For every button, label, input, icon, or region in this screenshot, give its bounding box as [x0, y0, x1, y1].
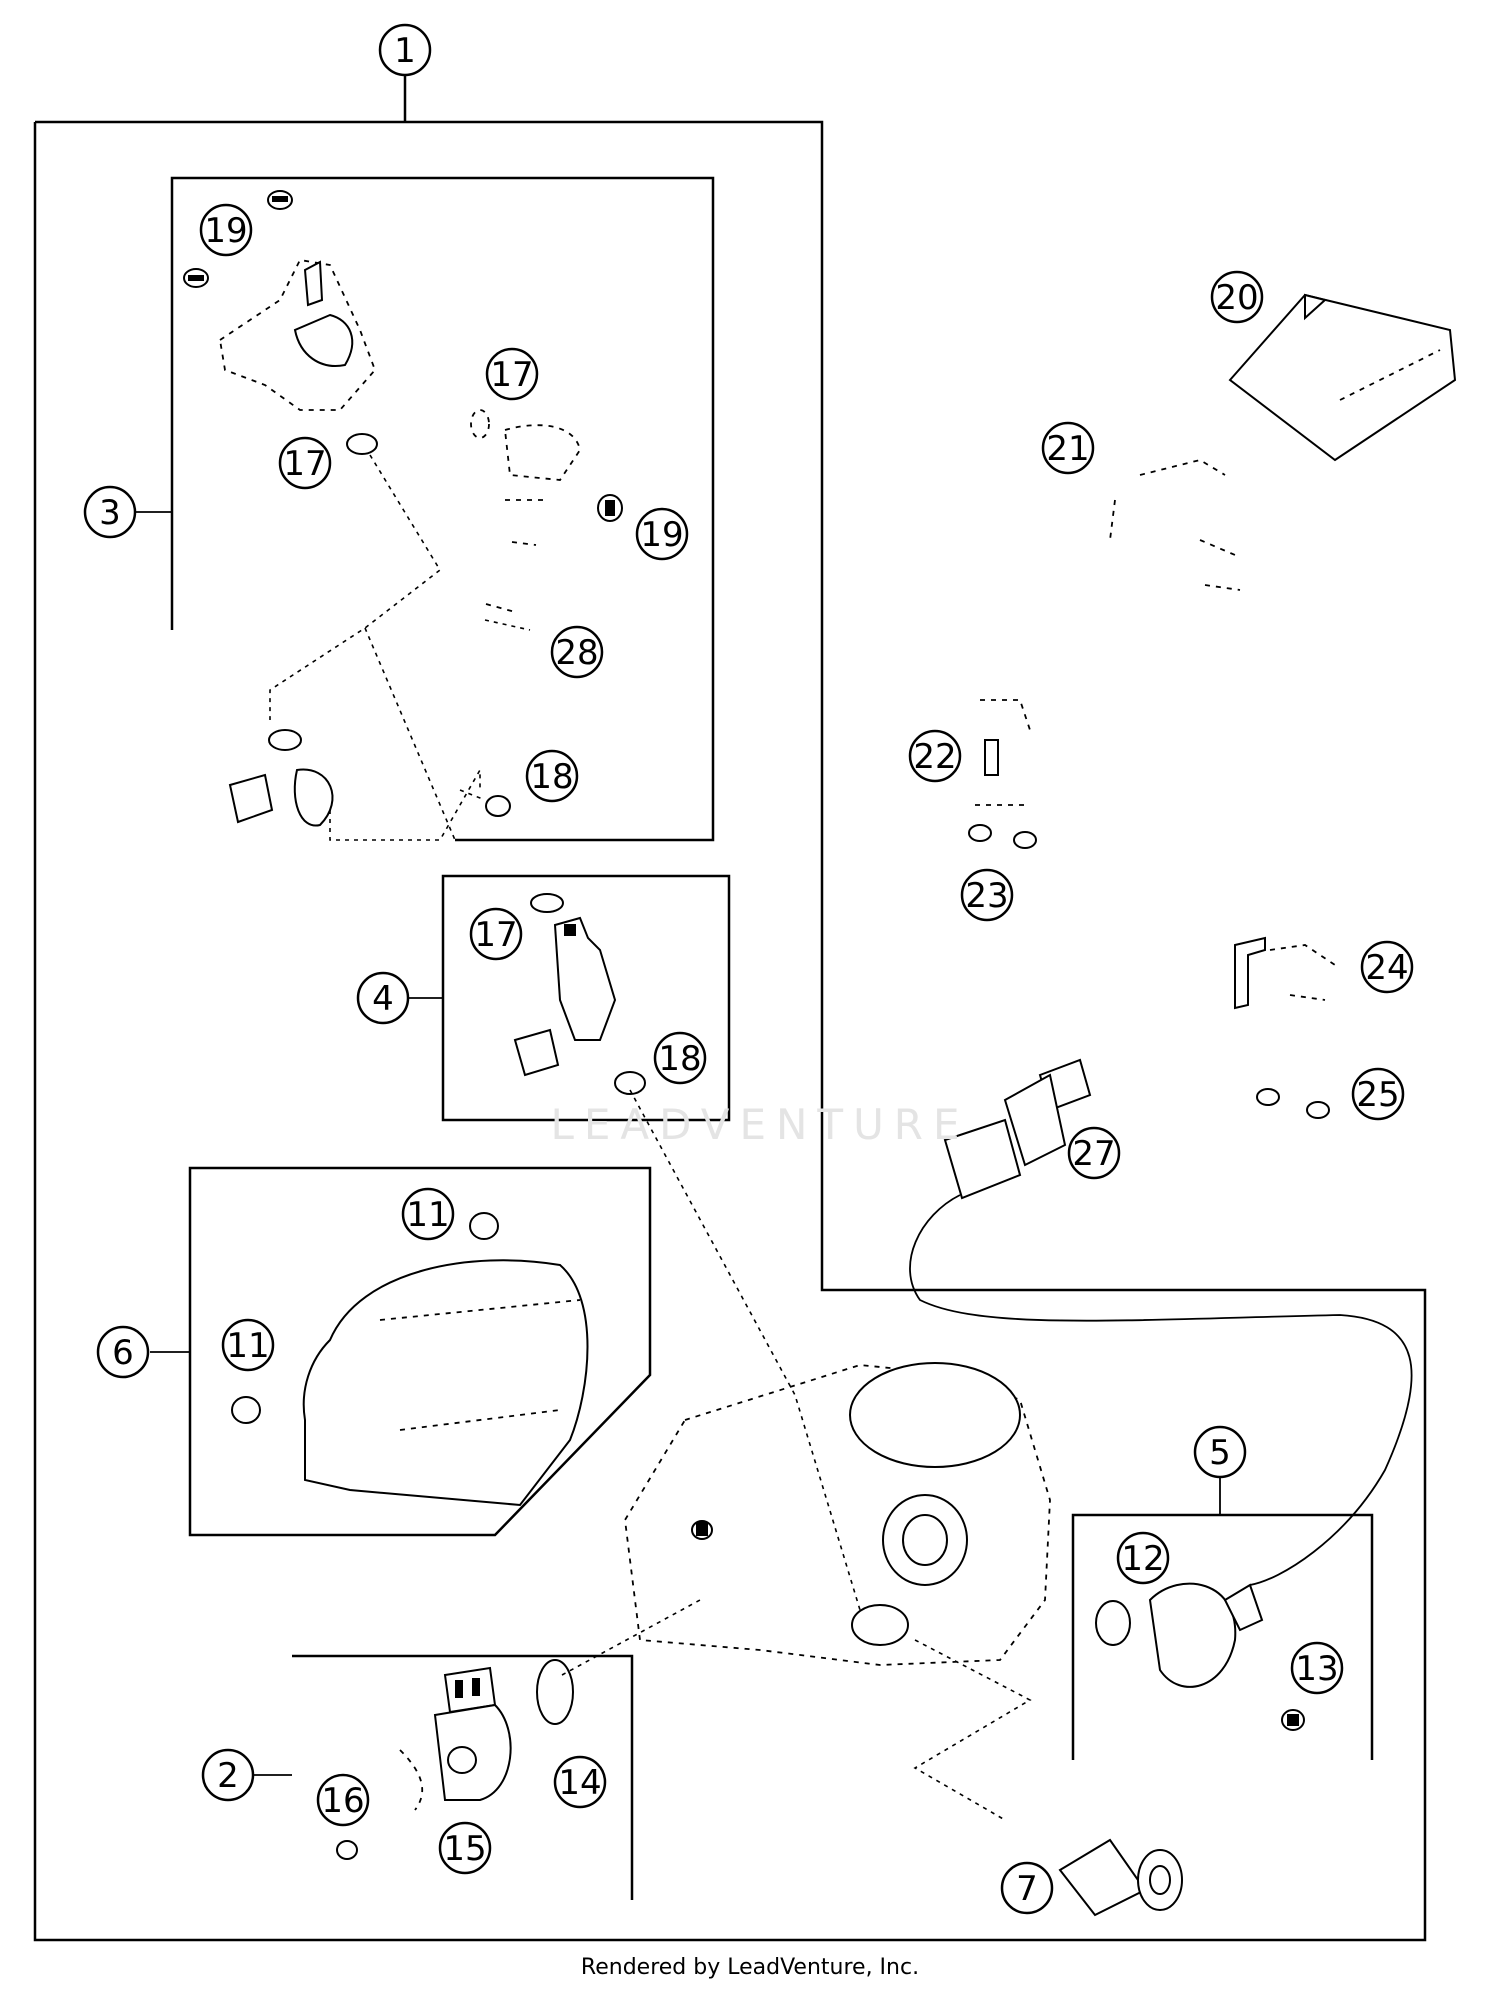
callout-19-b-label: 19 [640, 515, 683, 555]
injector-upper [228, 729, 481, 841]
callout-28[interactable]: 28 [550, 625, 604, 679]
sensor-22-23 [968, 699, 1037, 849]
callout-11-a[interactable]: 11 [401, 1187, 455, 1241]
callout-22-label: 22 [913, 737, 956, 777]
callout-18-a-label: 18 [530, 757, 573, 797]
callout-16-label: 16 [321, 1781, 364, 1821]
callout-18-b[interactable]: 18 [653, 1031, 707, 1085]
callout-4-label: 4 [372, 979, 394, 1019]
watermark: LEADVENTURE [550, 1100, 970, 1149]
ecu [1109, 293, 1457, 591]
callout-25[interactable]: 25 [1351, 1067, 1405, 1121]
callout-24[interactable]: 24 [1360, 940, 1414, 994]
callout-24-label: 24 [1365, 948, 1408, 988]
callout-17-c[interactable]: 17 [469, 907, 523, 961]
injector-seal-ring [485, 795, 564, 913]
screws-19 [183, 190, 293, 288]
callout-7-label: 7 [1016, 1869, 1038, 1909]
injector-lower [513, 916, 646, 1095]
callout-6-label: 6 [112, 1333, 134, 1373]
callout-20[interactable]: 20 [1210, 270, 1264, 324]
group-5-bracket [1071, 1478, 1374, 1760]
callout-2[interactable]: 2 [201, 1748, 255, 1802]
map-sensor [909, 1058, 1413, 1586]
callout-14[interactable]: 14 [553, 1755, 607, 1809]
callout-11-b-label: 11 [226, 1326, 269, 1366]
callout-16[interactable]: 16 [316, 1773, 370, 1827]
callout-leaders [459, 619, 531, 801]
callout-4[interactable]: 4 [356, 971, 410, 1025]
group-3-bracket [135, 176, 715, 842]
callout-21[interactable]: 21 [1041, 421, 1095, 475]
fuel-rail-assembly [219, 259, 456, 841]
callout-18-a[interactable]: 18 [525, 749, 579, 803]
callout-22[interactable]: 22 [908, 729, 962, 783]
group-6-bracket [150, 1166, 652, 1537]
callout-7[interactable]: 7 [1000, 1861, 1054, 1915]
callout-28-label: 28 [555, 633, 598, 673]
callout-13-label: 13 [1295, 1649, 1338, 1689]
callout-17-b[interactable]: 17 [485, 347, 539, 401]
callout-27[interactable]: 27 [1067, 1126, 1121, 1180]
callout-3-label: 3 [99, 493, 121, 533]
group-2-bracket [253, 1654, 634, 1900]
callout-2-label: 2 [217, 1756, 239, 1796]
callout-11-b[interactable]: 11 [221, 1318, 275, 1372]
callout-15-label: 15 [443, 1829, 486, 1869]
callout-17-b-label: 17 [490, 355, 533, 395]
callout-23-label: 23 [965, 876, 1008, 916]
callout-23[interactable]: 23 [960, 868, 1014, 922]
throttle-body [624, 1089, 1051, 1666]
callout-19-a[interactable]: 19 [199, 203, 253, 257]
callout-1[interactable]: 1 [378, 23, 432, 77]
callout-15[interactable]: 15 [438, 1821, 492, 1875]
callout-5-label: 5 [1209, 1433, 1231, 1473]
callout-6[interactable]: 6 [96, 1325, 150, 1379]
callout-1-label: 1 [394, 31, 416, 71]
bracket-24-25 [1234, 936, 1336, 1119]
intake-cover [231, 1212, 589, 1507]
callout-17-a-label: 17 [283, 444, 326, 484]
callout-11-a-label: 11 [406, 1195, 449, 1235]
callout-5[interactable]: 5 [1193, 1425, 1247, 1479]
throttle-position-sensor [1095, 1582, 1305, 1731]
callout-19-a-label: 19 [204, 211, 247, 251]
group-4-bracket [408, 874, 731, 1122]
callout-12-label: 12 [1121, 1539, 1164, 1579]
callout-21-label: 21 [1046, 429, 1089, 469]
callout-14-label: 14 [558, 1763, 601, 1803]
callout-17-c-label: 17 [474, 915, 517, 955]
callout-13[interactable]: 13 [1290, 1641, 1344, 1695]
fuel-pressure-parts [470, 409, 623, 613]
callout-18-b-label: 18 [658, 1039, 701, 1079]
callout-19-b[interactable]: 19 [635, 507, 689, 561]
callout-20-label: 20 [1215, 278, 1258, 318]
callout-27-label: 27 [1072, 1134, 1115, 1174]
idle-air-control [336, 1599, 701, 1860]
callout-17-a[interactable]: 17 [278, 436, 332, 490]
callout-25-label: 25 [1356, 1075, 1399, 1115]
footer-credit: Rendered by LeadVenture, Inc. [580, 1955, 920, 1980]
callout-3[interactable]: 3 [83, 485, 137, 539]
callout-12[interactable]: 12 [1116, 1531, 1170, 1585]
temperature-sensor [913, 1639, 1183, 1917]
main-assembly-frame [33, 72, 1427, 1942]
